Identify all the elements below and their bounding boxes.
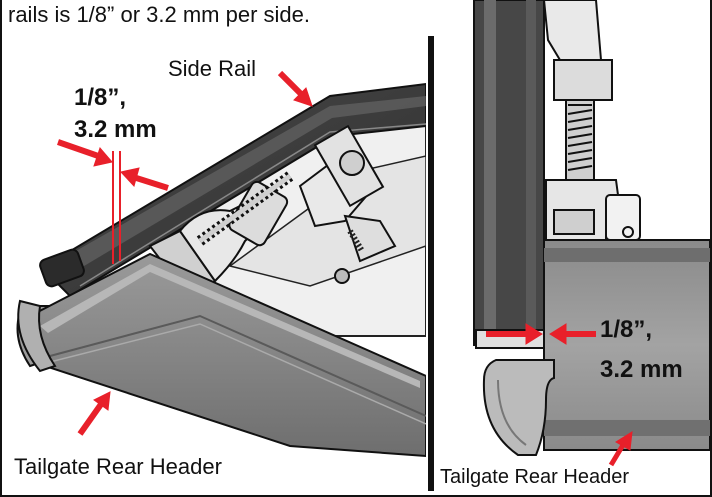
- tailgate-rear-header: [17, 252, 426, 458]
- tonneau-side-rail-illustration: [16, 70, 426, 458]
- right-measure-metric: 3.2 mm: [600, 356, 683, 383]
- right-header-label: Tailgate Rear Header: [440, 466, 629, 488]
- tailgate-cross-section-illustration: [473, 0, 710, 467]
- panel-divider: [428, 36, 434, 491]
- left-measure-metric: 3.2 mm: [74, 116, 157, 143]
- measurement-arrows: [57, 70, 313, 436]
- gap-arrows: [486, 323, 633, 467]
- side-rail-label: Side Rail: [168, 56, 257, 81]
- tailgate-header-profile: [482, 239, 710, 456]
- clamp-mechanism: [148, 124, 397, 300]
- left-header-label: Tailgate Rear Header: [14, 454, 222, 479]
- right-measure-fraction: 1/8”,: [600, 316, 653, 343]
- left-measure-fraction: 1/8”,: [74, 84, 127, 111]
- caption-text: rails is 1/8” or 3.2 mm per side.: [8, 2, 310, 27]
- clamp-assembly: [542, 0, 641, 251]
